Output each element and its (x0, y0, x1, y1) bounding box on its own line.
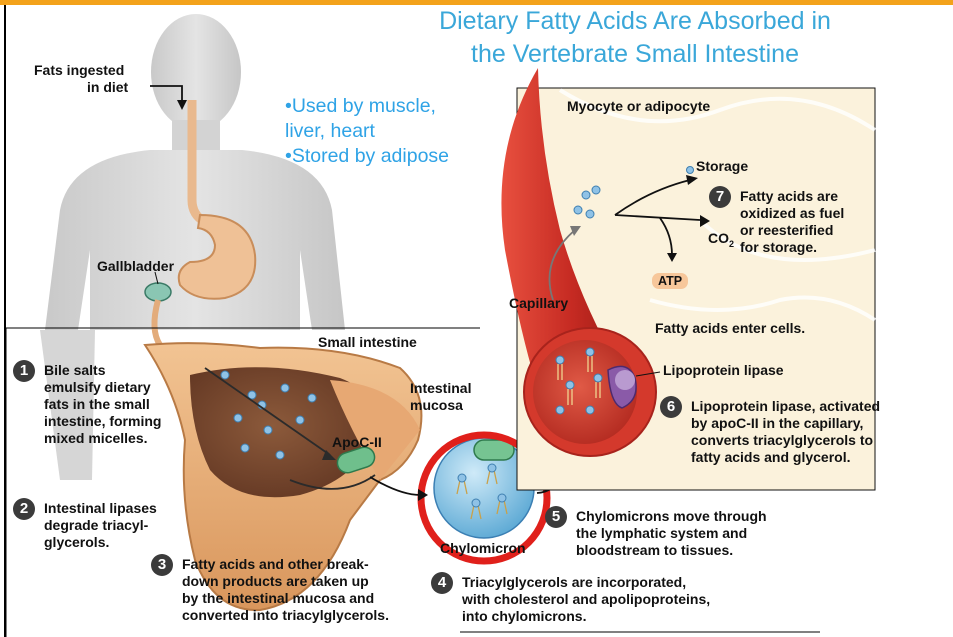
step-1-badge: 1 (13, 360, 35, 382)
step-3-text: Fatty acids and other break- down produc… (182, 556, 389, 624)
step-1-text: Bile salts emulsify dietary fats in the … (44, 362, 161, 447)
title-line-2: the Vertebrate Small Intestine (350, 38, 920, 71)
step-3: 3 Fatty acids and other break- down prod… (182, 556, 389, 624)
step-3-badge: 3 (151, 554, 173, 576)
step-7-text: Fatty acids are oxidized as fuel or rees… (740, 188, 844, 256)
step-2: 2 Intestinal lipases degrade triacyl- gl… (44, 500, 157, 551)
bullet-1: •Used by muscle, (285, 94, 449, 119)
label-apoc: ApoC-II (332, 434, 382, 451)
step-6: 6 Lipoprotein lipase, activated by apoC-… (691, 398, 880, 466)
step-5: 5 Chylomicrons move through the lymphati… (576, 508, 767, 559)
label-capillary: Capillary (509, 295, 568, 312)
step-4-text: Triacylglycerols are incorporated, with … (462, 574, 710, 625)
step-6-badge: 6 (660, 396, 682, 418)
step-6-text: Lipoprotein lipase, activated by apoC-II… (691, 398, 880, 466)
label-lipoprotein-lipase: Lipoprotein lipase (663, 362, 784, 379)
atp-badge: ATP (652, 273, 688, 289)
label-co2: CO2 (708, 230, 734, 253)
step-7-badge: 7 (709, 186, 731, 208)
step-7: 7 Fatty acids are oxidized as fuel or re… (740, 188, 844, 256)
bullet-2: liver, heart (285, 119, 449, 144)
title-line-1: Dietary Fatty Acids Are Absorbed in (350, 5, 920, 38)
label-fats-ingested: Fats ingested (34, 62, 124, 79)
label-myocyte: Myocyte or adipocyte (567, 98, 710, 115)
usage-bullets: •Used by muscle, liver, heart •Stored by… (285, 94, 449, 169)
step-4: 4 Triacylglycerols are incorporated, wit… (462, 574, 710, 625)
label-fatty-acids-enter: Fatty acids enter cells. (655, 320, 805, 337)
step-2-badge: 2 (13, 498, 35, 520)
step-5-text: Chylomicrons move through the lymphatic … (576, 508, 767, 559)
bullet-3: •Stored by adipose (285, 144, 449, 169)
step-5-badge: 5 (545, 506, 567, 528)
label-intestinal: Intestinal (410, 380, 471, 397)
label-chylomicron: Chylomicron (440, 540, 526, 557)
step-1: 1 Bile salts emulsify dietary fats in th… (44, 362, 161, 447)
page-title: Dietary Fatty Acids Are Absorbed in the … (350, 5, 920, 71)
label-in-diet: in diet (87, 79, 128, 96)
label-storage: Storage (696, 158, 748, 175)
step-4-badge: 4 (431, 572, 453, 594)
label-small-intestine: Small intestine (318, 334, 417, 351)
step-2-text: Intestinal lipases degrade triacyl- glyc… (44, 500, 157, 551)
label-gallbladder: Gallbladder (97, 258, 174, 275)
label-mucosa: mucosa (410, 397, 463, 414)
